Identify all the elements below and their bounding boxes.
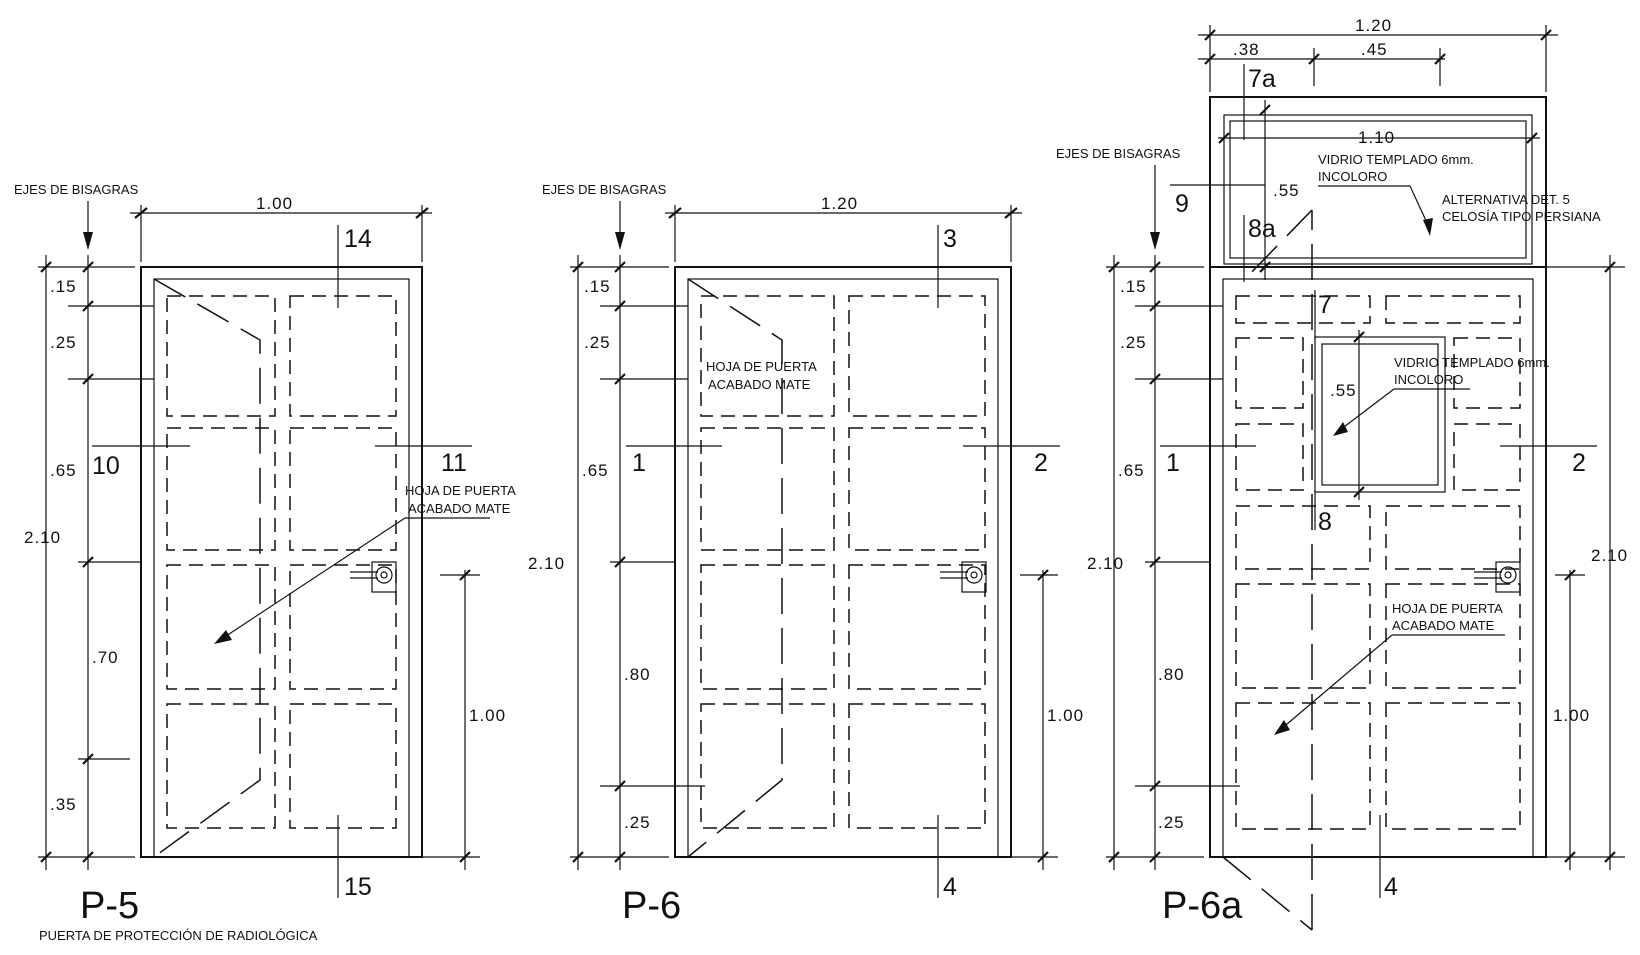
section-mark: 10: [92, 452, 120, 480]
door-window: [1314, 336, 1446, 493]
height-dimension: 2.10: [1087, 554, 1124, 573]
window-dimension: .55: [1330, 381, 1357, 400]
door-handle: [1474, 561, 1521, 593]
door-frame: [674, 266, 1012, 858]
leaf-note: ACABADO MATE: [408, 501, 511, 516]
transom-glass: [1223, 114, 1533, 265]
vertical-dimension: .15: [1120, 277, 1147, 296]
vertical-dimension: .25: [50, 333, 77, 352]
door-title: P-6: [622, 885, 681, 927]
door-subtitle: PUERTA DE PROTECCIÓN DE RADIOLÓGICA: [39, 928, 318, 943]
section-mark: 8a: [1248, 215, 1276, 243]
swing-line: [687, 278, 783, 858]
vertical-dimension: .65: [1118, 461, 1145, 480]
swing-line: [153, 278, 261, 858]
handle-height-dimension: 1.00: [1047, 706, 1084, 725]
section-mark: 4: [943, 873, 957, 901]
section-mark: 9: [1175, 190, 1189, 218]
height-dimension-right: 2.10: [1591, 546, 1628, 565]
door-leaf: [1222, 278, 1534, 858]
transom-dimension: .55: [1273, 181, 1300, 200]
section-mark: 2: [1572, 449, 1586, 477]
vertical-dimension: .70: [92, 648, 119, 667]
arrow-icon: [1423, 218, 1433, 236]
top-dimension: .38: [1233, 40, 1260, 59]
alt-note: ALTERNATIVA DET. 5: [1442, 192, 1570, 207]
top-dimension: 1.20: [1355, 16, 1392, 35]
vertical-dimension: .25: [1120, 333, 1147, 352]
height-dimension: 2.10: [24, 528, 61, 547]
arrow-icon: [615, 232, 625, 250]
section-mark: 7: [1318, 291, 1332, 319]
arrow-icon: [214, 630, 232, 644]
section-mark: 1: [1166, 449, 1180, 477]
door-handle: [350, 561, 397, 593]
section-mark: 11: [441, 449, 467, 477]
section-mark: 4: [1384, 873, 1398, 901]
leaf-note: ACABADO MATE: [1392, 618, 1495, 633]
leaf-note: HOJA DE PUERTA: [405, 483, 516, 498]
transom-glass-note: INCOLORO: [1318, 169, 1387, 184]
vertical-dimension: .65: [50, 461, 77, 480]
width-dimension: 1.20: [821, 194, 858, 213]
arrow-icon: [1333, 422, 1348, 436]
door-p6: 1.20 EJES DE BISAGRAS .15 .25 .65 .80 .2…: [528, 182, 1084, 927]
door-panels: [1235, 295, 1521, 830]
width-dimension: 1.00: [256, 194, 293, 213]
section-mark: 14: [344, 225, 372, 253]
handle-height-dimension: 1.00: [1553, 706, 1590, 725]
height-dimension: 2.10: [528, 554, 565, 573]
leaf-note: HOJA DE PUERTA: [706, 359, 817, 374]
hinge-axis-label: EJES DE BISAGRAS: [1056, 146, 1181, 161]
alt-note: CELOSÍA TIPO PERSIANA: [1442, 209, 1601, 224]
vertical-dimension: .35: [50, 795, 77, 814]
transom-glass-note: VIDRIO TEMPLADO 6mm.: [1318, 152, 1474, 167]
vertical-dimension: .15: [584, 277, 611, 296]
arrow-icon: [1274, 720, 1290, 735]
door-handle: [940, 561, 987, 593]
section-mark: 8: [1318, 508, 1332, 536]
top-dimension: 1.10: [1358, 128, 1395, 147]
handle-height-dimension: 1.00: [469, 706, 506, 725]
door-title: P-5: [80, 885, 139, 927]
vertical-dimension: .25: [624, 813, 651, 832]
leaf-note: HOJA DE PUERTA: [1392, 601, 1503, 616]
vertical-dimension: .80: [1158, 665, 1185, 684]
window-glass-note: VIDRIO TEMPLADO 6mm.: [1394, 355, 1550, 370]
door-leaf: [153, 278, 410, 858]
swing-line: [1222, 856, 1313, 931]
arrow-icon: [83, 232, 93, 250]
door-p5: 1.00 EJES DE BISAGRAS .15 .25 .65 .70 .3…: [14, 182, 516, 943]
vertical-dimension: .25: [584, 333, 611, 352]
vertical-dimension: .15: [50, 277, 77, 296]
arrow-icon: [1150, 232, 1160, 250]
leaf-note: ACABADO MATE: [708, 377, 811, 392]
section-mark: 2: [1034, 449, 1048, 477]
door-panels: [700, 295, 986, 829]
door-p6a: 1.20 .38 .45 1.10 .55 EJES DE BISAGRAS: [1056, 16, 1628, 931]
section-mark: 1: [632, 449, 646, 477]
door-leaf: [687, 278, 999, 858]
hinge-axis-label: EJES DE BISAGRAS: [14, 182, 139, 197]
vertical-dimension: .25: [1158, 813, 1185, 832]
top-dimension: .45: [1361, 40, 1388, 59]
door-title: P-6a: [1162, 885, 1243, 927]
section-mark: 15: [344, 873, 372, 901]
section-mark: 3: [943, 225, 957, 253]
section-mark: 7a: [1248, 65, 1276, 93]
vertical-dimension: .65: [582, 461, 609, 480]
window-glass-note: INCOLORO: [1394, 372, 1463, 387]
vertical-dimension: .80: [624, 665, 651, 684]
hinge-axis-label: EJES DE BISAGRAS: [542, 182, 667, 197]
door-panels: [166, 295, 397, 829]
